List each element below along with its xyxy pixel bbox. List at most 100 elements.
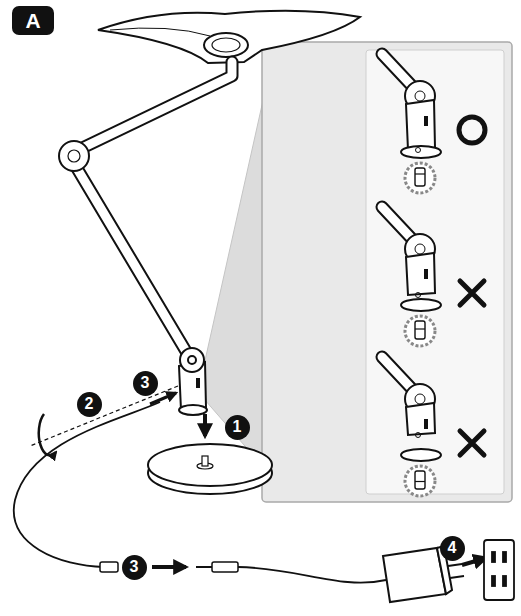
inset-row [382, 207, 412, 239]
power-cable [14, 402, 160, 567]
callout-number: 4 [440, 536, 465, 561]
lamp-head [98, 11, 360, 63]
inset-row [405, 163, 435, 193]
label-text: 3 [141, 375, 150, 391]
inset-row [415, 244, 425, 254]
inset-row [401, 299, 441, 311]
wrong-mark [460, 281, 484, 305]
power-cable [100, 562, 118, 572]
inset-row [424, 269, 428, 279]
inset-projection [198, 96, 264, 468]
lamp-stem [179, 348, 207, 415]
inset-row [382, 54, 412, 86]
power-adapter [383, 548, 446, 602]
wall-outlet [503, 552, 506, 562]
inset-row [382, 357, 412, 389]
label-text: 1 [233, 419, 242, 435]
callout-number: 2 [77, 392, 102, 417]
inset-panel [262, 42, 512, 502]
label-text: 4 [448, 540, 457, 556]
plug-arrow [462, 558, 486, 565]
inset-row [382, 357, 484, 496]
wall-outlet [492, 576, 495, 586]
wall-outlet [484, 540, 514, 600]
lamp-stem [180, 348, 204, 372]
lamp-stem [188, 356, 196, 364]
lamp-head [110, 28, 210, 36]
label-text: 2 [85, 396, 94, 412]
lamp-stem [179, 405, 207, 415]
inset-row [415, 173, 425, 174]
lamp-base [202, 456, 208, 466]
wall-outlet [503, 576, 506, 586]
section-badge: A [12, 6, 54, 35]
lamp-stem [196, 378, 200, 388]
inset-row [405, 316, 435, 346]
wrong-mark [460, 431, 484, 455]
inset-row [415, 394, 425, 404]
inset-row [415, 168, 425, 186]
lamp-head [204, 33, 248, 57]
rotation-axis [30, 386, 178, 446]
inset-row [416, 293, 421, 298]
lamp-base [148, 444, 272, 494]
callout-number: 3 [133, 371, 158, 396]
wall-outlet [492, 552, 495, 562]
inset-panel [366, 50, 504, 494]
inset-row [416, 433, 421, 438]
lamp-arm [59, 62, 232, 358]
rotation-axis [30, 386, 178, 455]
inset-row [382, 207, 484, 346]
insert-arrow [205, 414, 206, 436]
power-adapter [448, 564, 462, 566]
inset-row [406, 253, 435, 295]
inset-rows [382, 54, 485, 496]
inset-panel [262, 42, 512, 502]
power-cable [152, 565, 186, 569]
inset-projection [198, 96, 264, 468]
power-cable [238, 567, 386, 583]
inset-row [416, 148, 421, 153]
inset-row [415, 321, 425, 339]
inset-row [424, 419, 428, 429]
inset-row [382, 54, 412, 86]
lamp-arm [68, 150, 80, 162]
lamp-arm [59, 141, 89, 171]
lamp-arm [78, 62, 232, 150]
lamp-arm [78, 62, 232, 150]
power-cable [14, 393, 386, 583]
lamp-head [98, 11, 360, 63]
inset-row [382, 357, 412, 389]
callout-number: 3 [122, 555, 147, 580]
lamp-arm [72, 160, 190, 358]
inset-row [401, 449, 441, 461]
wall-outlet [484, 540, 514, 600]
label-text: A [25, 10, 40, 31]
lamp-base [148, 444, 272, 486]
insert-arrow [203, 414, 207, 436]
correct-mark [459, 117, 485, 143]
power-adapter [450, 576, 464, 578]
lamp-head [212, 38, 240, 52]
power-cable [196, 566, 212, 568]
lamp-arm [72, 160, 190, 358]
callout-number: 1 [225, 415, 250, 440]
inset-row [415, 328, 425, 329]
inset-row [406, 403, 435, 435]
inset-row [382, 54, 485, 193]
plug-arrow [462, 558, 486, 565]
inset-row [415, 481, 425, 482]
power-cable [150, 393, 176, 404]
inset-row [406, 100, 435, 150]
inset-row [405, 466, 435, 496]
label-text: 3 [130, 559, 139, 575]
inset-row [424, 116, 428, 126]
power-cable [212, 562, 238, 572]
inset-row [415, 471, 425, 489]
inset-row [415, 91, 425, 101]
inset-row [401, 146, 441, 158]
inset-row [382, 207, 412, 239]
